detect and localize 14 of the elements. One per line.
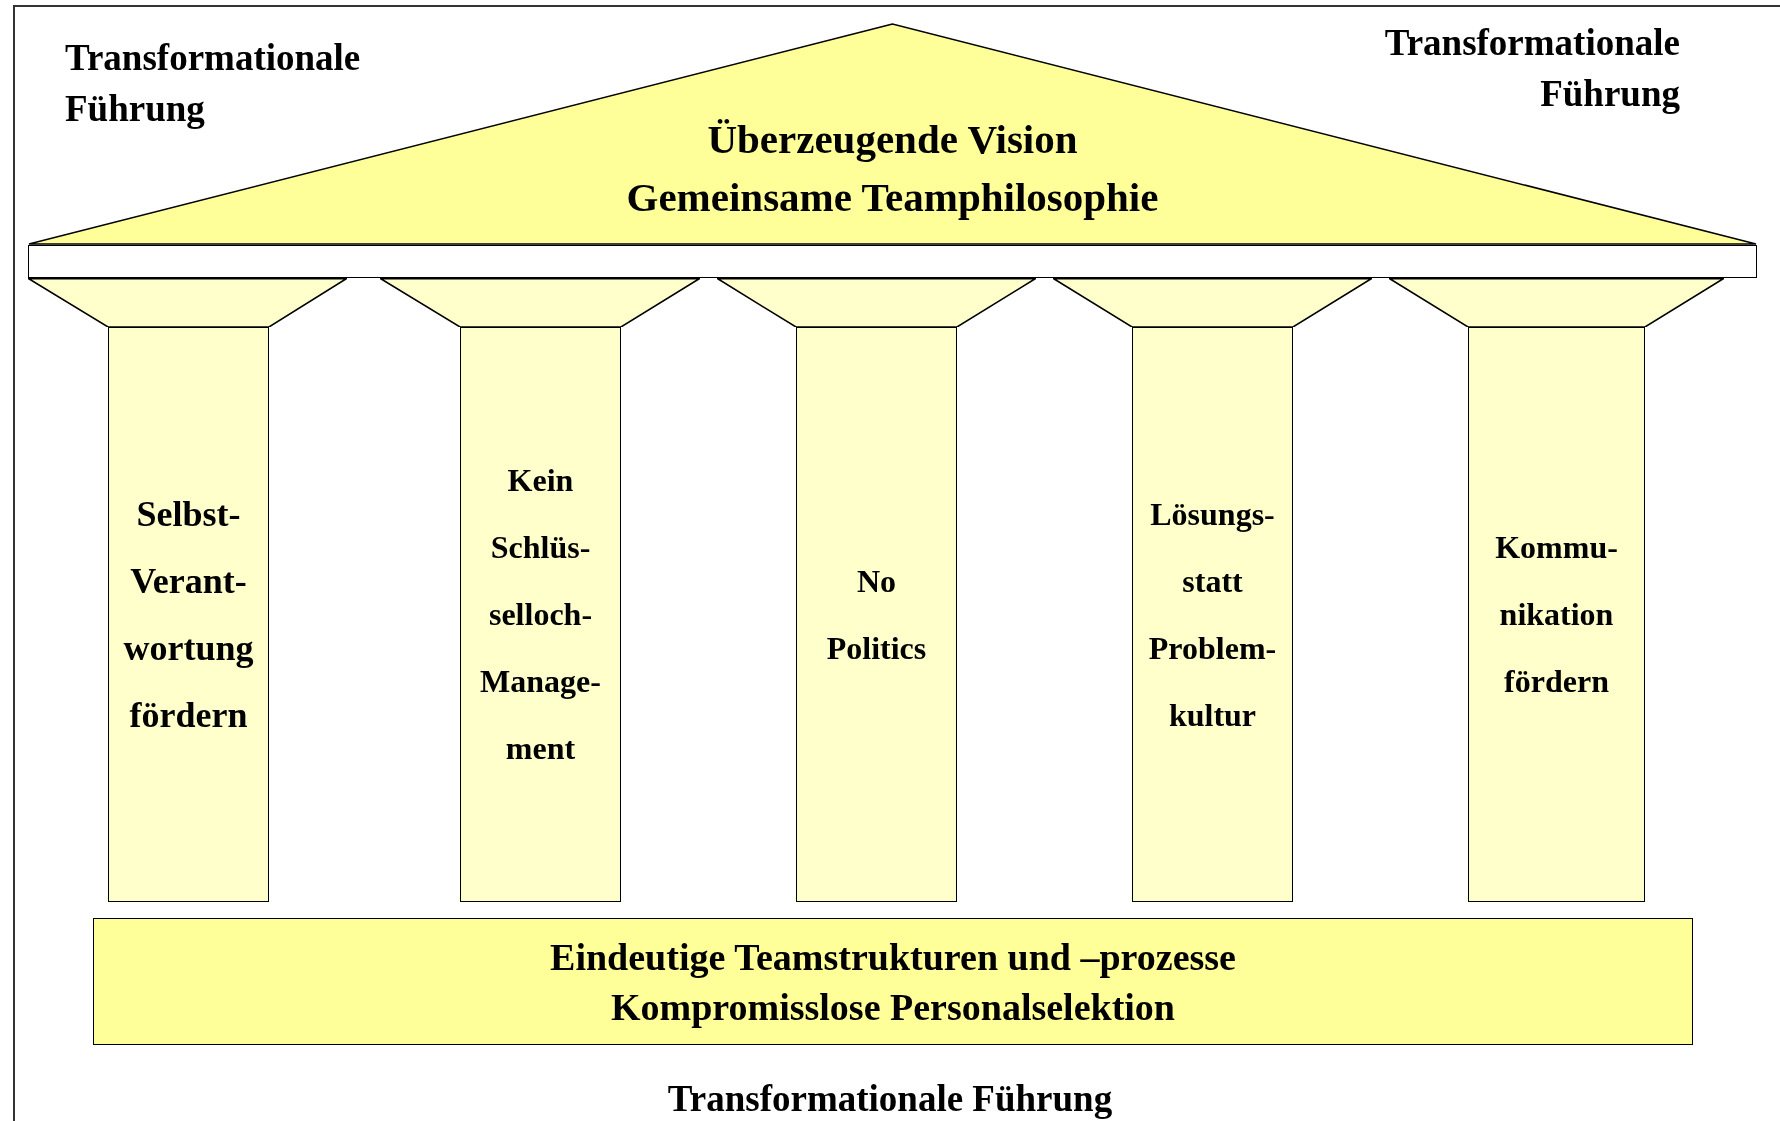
column-text: Kein Schlüs- selloch- Manage- ment bbox=[480, 461, 601, 768]
heading-label: Transformationale Führung bbox=[1383, 21, 1680, 116]
beam bbox=[28, 245, 1757, 278]
heading-label: Transformationale Führung bbox=[65, 36, 362, 131]
foundation-block bbox=[93, 918, 1693, 1045]
foundation-text: Kompromisslose Personalselektion bbox=[611, 984, 1175, 1030]
foundation-text: Eindeutige Teamstrukturen und –prozesse bbox=[550, 934, 1236, 980]
heading-label: Transformationale Führung bbox=[666, 1077, 1114, 1121]
roof-text: Überzeugende Vision bbox=[706, 115, 1079, 163]
column-text: Lösungs- statt Problem- kultur bbox=[1148, 494, 1277, 735]
column-text: Selbst- Verant- wortung fördern bbox=[123, 492, 254, 737]
roof-text: Gemeinsame Teamphilosophie bbox=[625, 173, 1160, 221]
column-text: No Politics bbox=[826, 561, 927, 668]
column-text: Kommu- nikation fördern bbox=[1495, 528, 1618, 701]
